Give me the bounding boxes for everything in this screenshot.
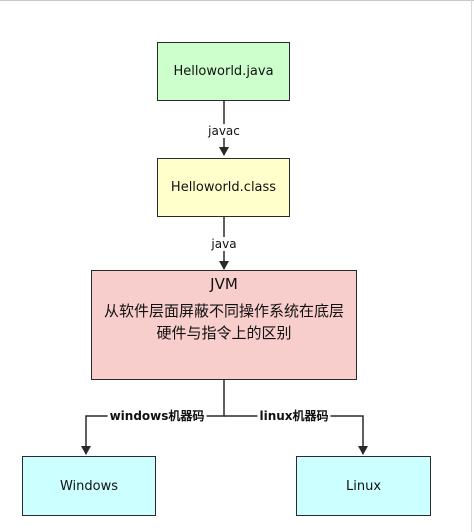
edge-label-linux: linux机器码	[257, 409, 331, 423]
windows-node: Windows	[22, 456, 156, 516]
class-file-label: Helloworld.class	[170, 180, 277, 195]
jvm-title: JVM	[210, 275, 238, 293]
right-border	[471, 0, 472, 532]
edge-label-javac: javac	[206, 124, 242, 138]
linux-node: Linux	[296, 456, 431, 516]
windows-label: Windows	[59, 478, 119, 494]
jvm-node: JVM 从软件层面屏蔽不同操作系统在底层硬件与指令上的区别	[91, 270, 357, 380]
class-file-node: Helloworld.class	[157, 158, 290, 217]
jvm-description: 从软件层面屏蔽不同操作系统在底层硬件与指令上的区别	[103, 302, 344, 342]
java-file-node: Helloworld.java	[157, 42, 290, 101]
java-file-label: Helloworld.java	[173, 64, 274, 79]
edge-label-windows: windows机器码	[107, 409, 207, 423]
top-border	[0, 0, 474, 1]
edge-label-java: java	[209, 237, 239, 251]
linux-label: Linux	[345, 478, 382, 494]
